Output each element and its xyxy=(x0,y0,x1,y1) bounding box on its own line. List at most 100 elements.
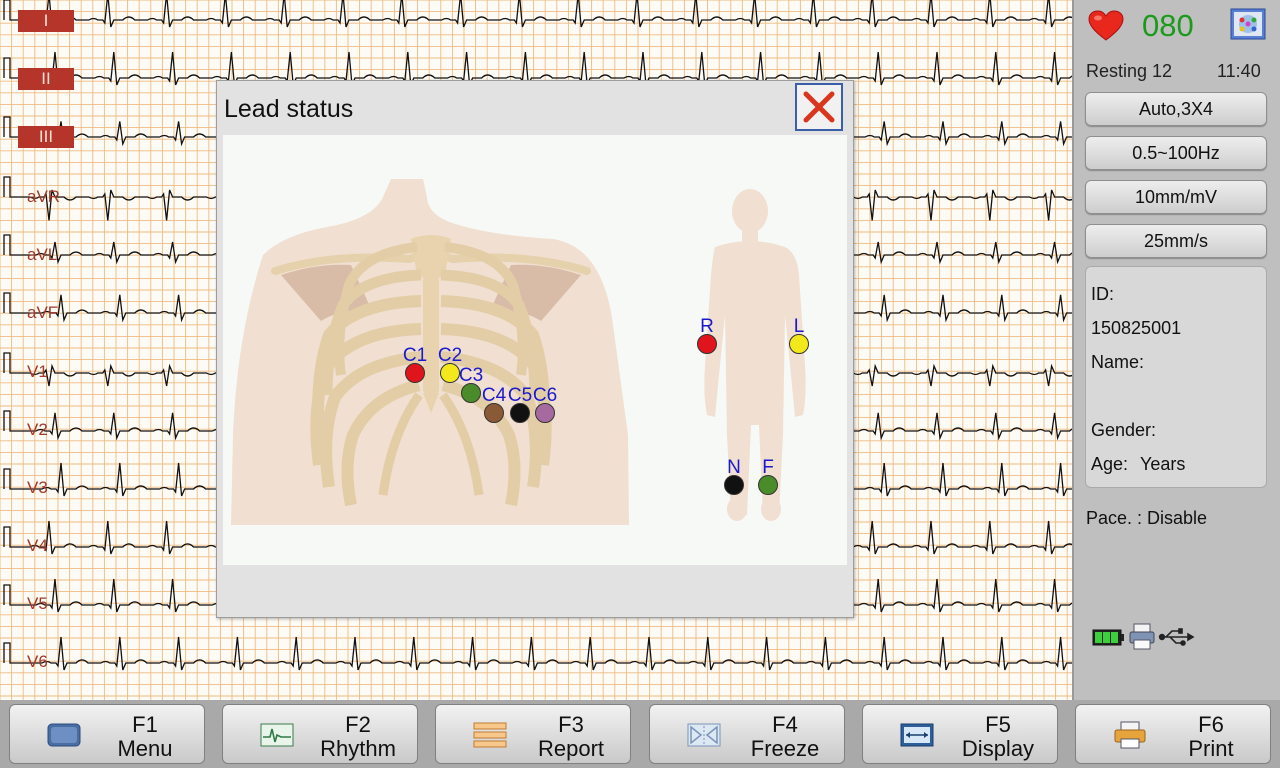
electrode-dot-R xyxy=(697,334,717,354)
network-icon[interactable] xyxy=(1230,8,1266,40)
f4-freeze-button[interactable]: F4 Freeze xyxy=(649,704,845,764)
speed-button[interactable]: 25mm/s xyxy=(1085,224,1267,258)
ecg-trace-I xyxy=(3,0,1072,28)
lead-label-V2: V2 xyxy=(27,420,48,439)
close-button[interactable] xyxy=(795,83,843,131)
printer-icon xyxy=(1129,623,1155,650)
pace-status: Pace. : Disable xyxy=(1086,508,1208,528)
lead-label-aVR: aVR xyxy=(27,187,61,206)
f1-key: F1 xyxy=(132,712,158,737)
f5-key: F5 xyxy=(985,712,1011,737)
electrode-C5: C5 xyxy=(508,385,532,423)
patient-id-label: ID: xyxy=(1091,284,1115,304)
f5-label: Display xyxy=(961,736,1035,761)
lead-label-V1: V1 xyxy=(27,362,48,381)
patient-id-value: 150825001 xyxy=(1091,318,1182,338)
filter-button[interactable]: 0.5~100Hz xyxy=(1085,136,1267,170)
f2-key: F2 xyxy=(345,712,371,737)
electrode-label-C1: C1 xyxy=(403,345,427,366)
electrode-label-R: R xyxy=(700,316,714,337)
electrode-label-C4: C4 xyxy=(482,385,507,406)
usb-icon xyxy=(1158,628,1195,646)
ecg-trace-II xyxy=(3,51,1072,86)
lead-label-I: I xyxy=(18,10,74,32)
function-key-bar: F1 Menu F2 Rhythm F3 Report F4 Freeze xyxy=(0,700,1280,768)
electrode-dot-C2 xyxy=(440,363,460,383)
f4-key: F4 xyxy=(772,712,798,737)
dialog-title: Lead status xyxy=(224,95,354,123)
menu-icon xyxy=(47,723,81,747)
electrode-C3: C3 xyxy=(459,365,483,403)
lead-label-V6: V6 xyxy=(27,652,48,671)
f6-label: Print xyxy=(1188,736,1234,761)
lead-label-aVF: aVF xyxy=(27,303,59,322)
electrode-F: F xyxy=(758,457,778,495)
electrode-C2: C2 xyxy=(438,345,462,383)
electrode-dot-C6 xyxy=(535,403,555,423)
electrode-dot-F xyxy=(758,475,778,495)
f3-key: F3 xyxy=(558,712,584,737)
rhythm-icon xyxy=(260,723,294,747)
clock: 11:40 xyxy=(1217,61,1261,81)
patient-age-unit: Years xyxy=(1140,454,1186,474)
electrode-R: R xyxy=(697,316,717,354)
layout-button[interactable]: Auto,3X4 xyxy=(1085,92,1267,126)
f6-key: F6 xyxy=(1198,712,1224,737)
battery-icon xyxy=(1092,629,1124,646)
heart-icon xyxy=(1088,10,1124,41)
chest-illustration xyxy=(231,179,631,525)
f4-label: Freeze xyxy=(750,736,820,761)
freeze-icon xyxy=(687,723,721,747)
f2-label: Rhythm xyxy=(320,736,396,761)
patient-gender-label: Gender: xyxy=(1091,420,1157,440)
electrode-C1: C1 xyxy=(403,345,427,383)
lead-label-II: II xyxy=(18,68,74,90)
heart-rate-value: 080 xyxy=(1142,8,1194,43)
lead-label-V4: V4 xyxy=(27,536,48,555)
electrode-dot-C3 xyxy=(461,383,481,403)
electrode-label-C2: C2 xyxy=(438,345,462,366)
electrode-dot-C5 xyxy=(510,403,530,423)
electrode-label-C6: C6 xyxy=(533,385,557,406)
lead-status-dialog: Lead status xyxy=(216,80,854,618)
f3-label: Report xyxy=(537,736,605,761)
close-icon xyxy=(803,91,835,123)
f3-report-button[interactable]: F3 Report xyxy=(435,704,631,764)
electrode-dot-C4 xyxy=(484,403,504,423)
f2-rhythm-button[interactable]: F2 Rhythm xyxy=(222,704,418,764)
electrode-L: L xyxy=(789,316,809,354)
display-icon xyxy=(900,723,934,747)
lead-label-V5: V5 xyxy=(27,594,48,613)
f1-label: Menu xyxy=(117,736,173,761)
system-status-icons xyxy=(1092,623,1195,650)
body-silhouette xyxy=(704,189,806,521)
electrode-label-N: N xyxy=(727,457,741,478)
electrode-N: N xyxy=(724,457,744,495)
report-icon xyxy=(473,722,507,748)
electrode-label-L: L xyxy=(794,316,805,337)
f6-print-button[interactable]: F6 Print xyxy=(1075,704,1271,764)
f1-menu-button[interactable]: F1 Menu xyxy=(9,704,205,764)
patient-info-box[interactable]: ID: 150825001 Name: Gender: Age: Years xyxy=(1085,266,1267,488)
electrode-label-C3: C3 xyxy=(459,365,483,386)
status-panel: 080 Resting 12 11:40 Auto,3X4 0.5~100Hz … xyxy=(1072,0,1280,700)
gain-button[interactable]: 10mm/mV xyxy=(1085,180,1267,214)
patient-age-label: Age: xyxy=(1091,454,1129,474)
f5-display-button[interactable]: F5 Display xyxy=(862,704,1058,764)
electrode-dot-N xyxy=(724,475,744,495)
exam-mode: Resting 12 xyxy=(1086,61,1173,81)
electrode-dot-C1 xyxy=(405,363,425,383)
electrode-C6: C6 xyxy=(533,385,557,423)
electrode-label-C5: C5 xyxy=(508,385,532,406)
lead-label-V3: V3 xyxy=(27,478,48,497)
lead-label-III: III xyxy=(18,126,74,148)
patient-name-label: Name: xyxy=(1091,352,1145,372)
print-icon xyxy=(1114,721,1146,749)
lead-label-aVL: aVL xyxy=(27,245,58,264)
electrode-dot-L xyxy=(789,334,809,354)
electrode-C4: C4 xyxy=(482,385,507,423)
electrode-label-F: F xyxy=(762,457,774,478)
ecg-trace-V6 xyxy=(3,636,1072,671)
